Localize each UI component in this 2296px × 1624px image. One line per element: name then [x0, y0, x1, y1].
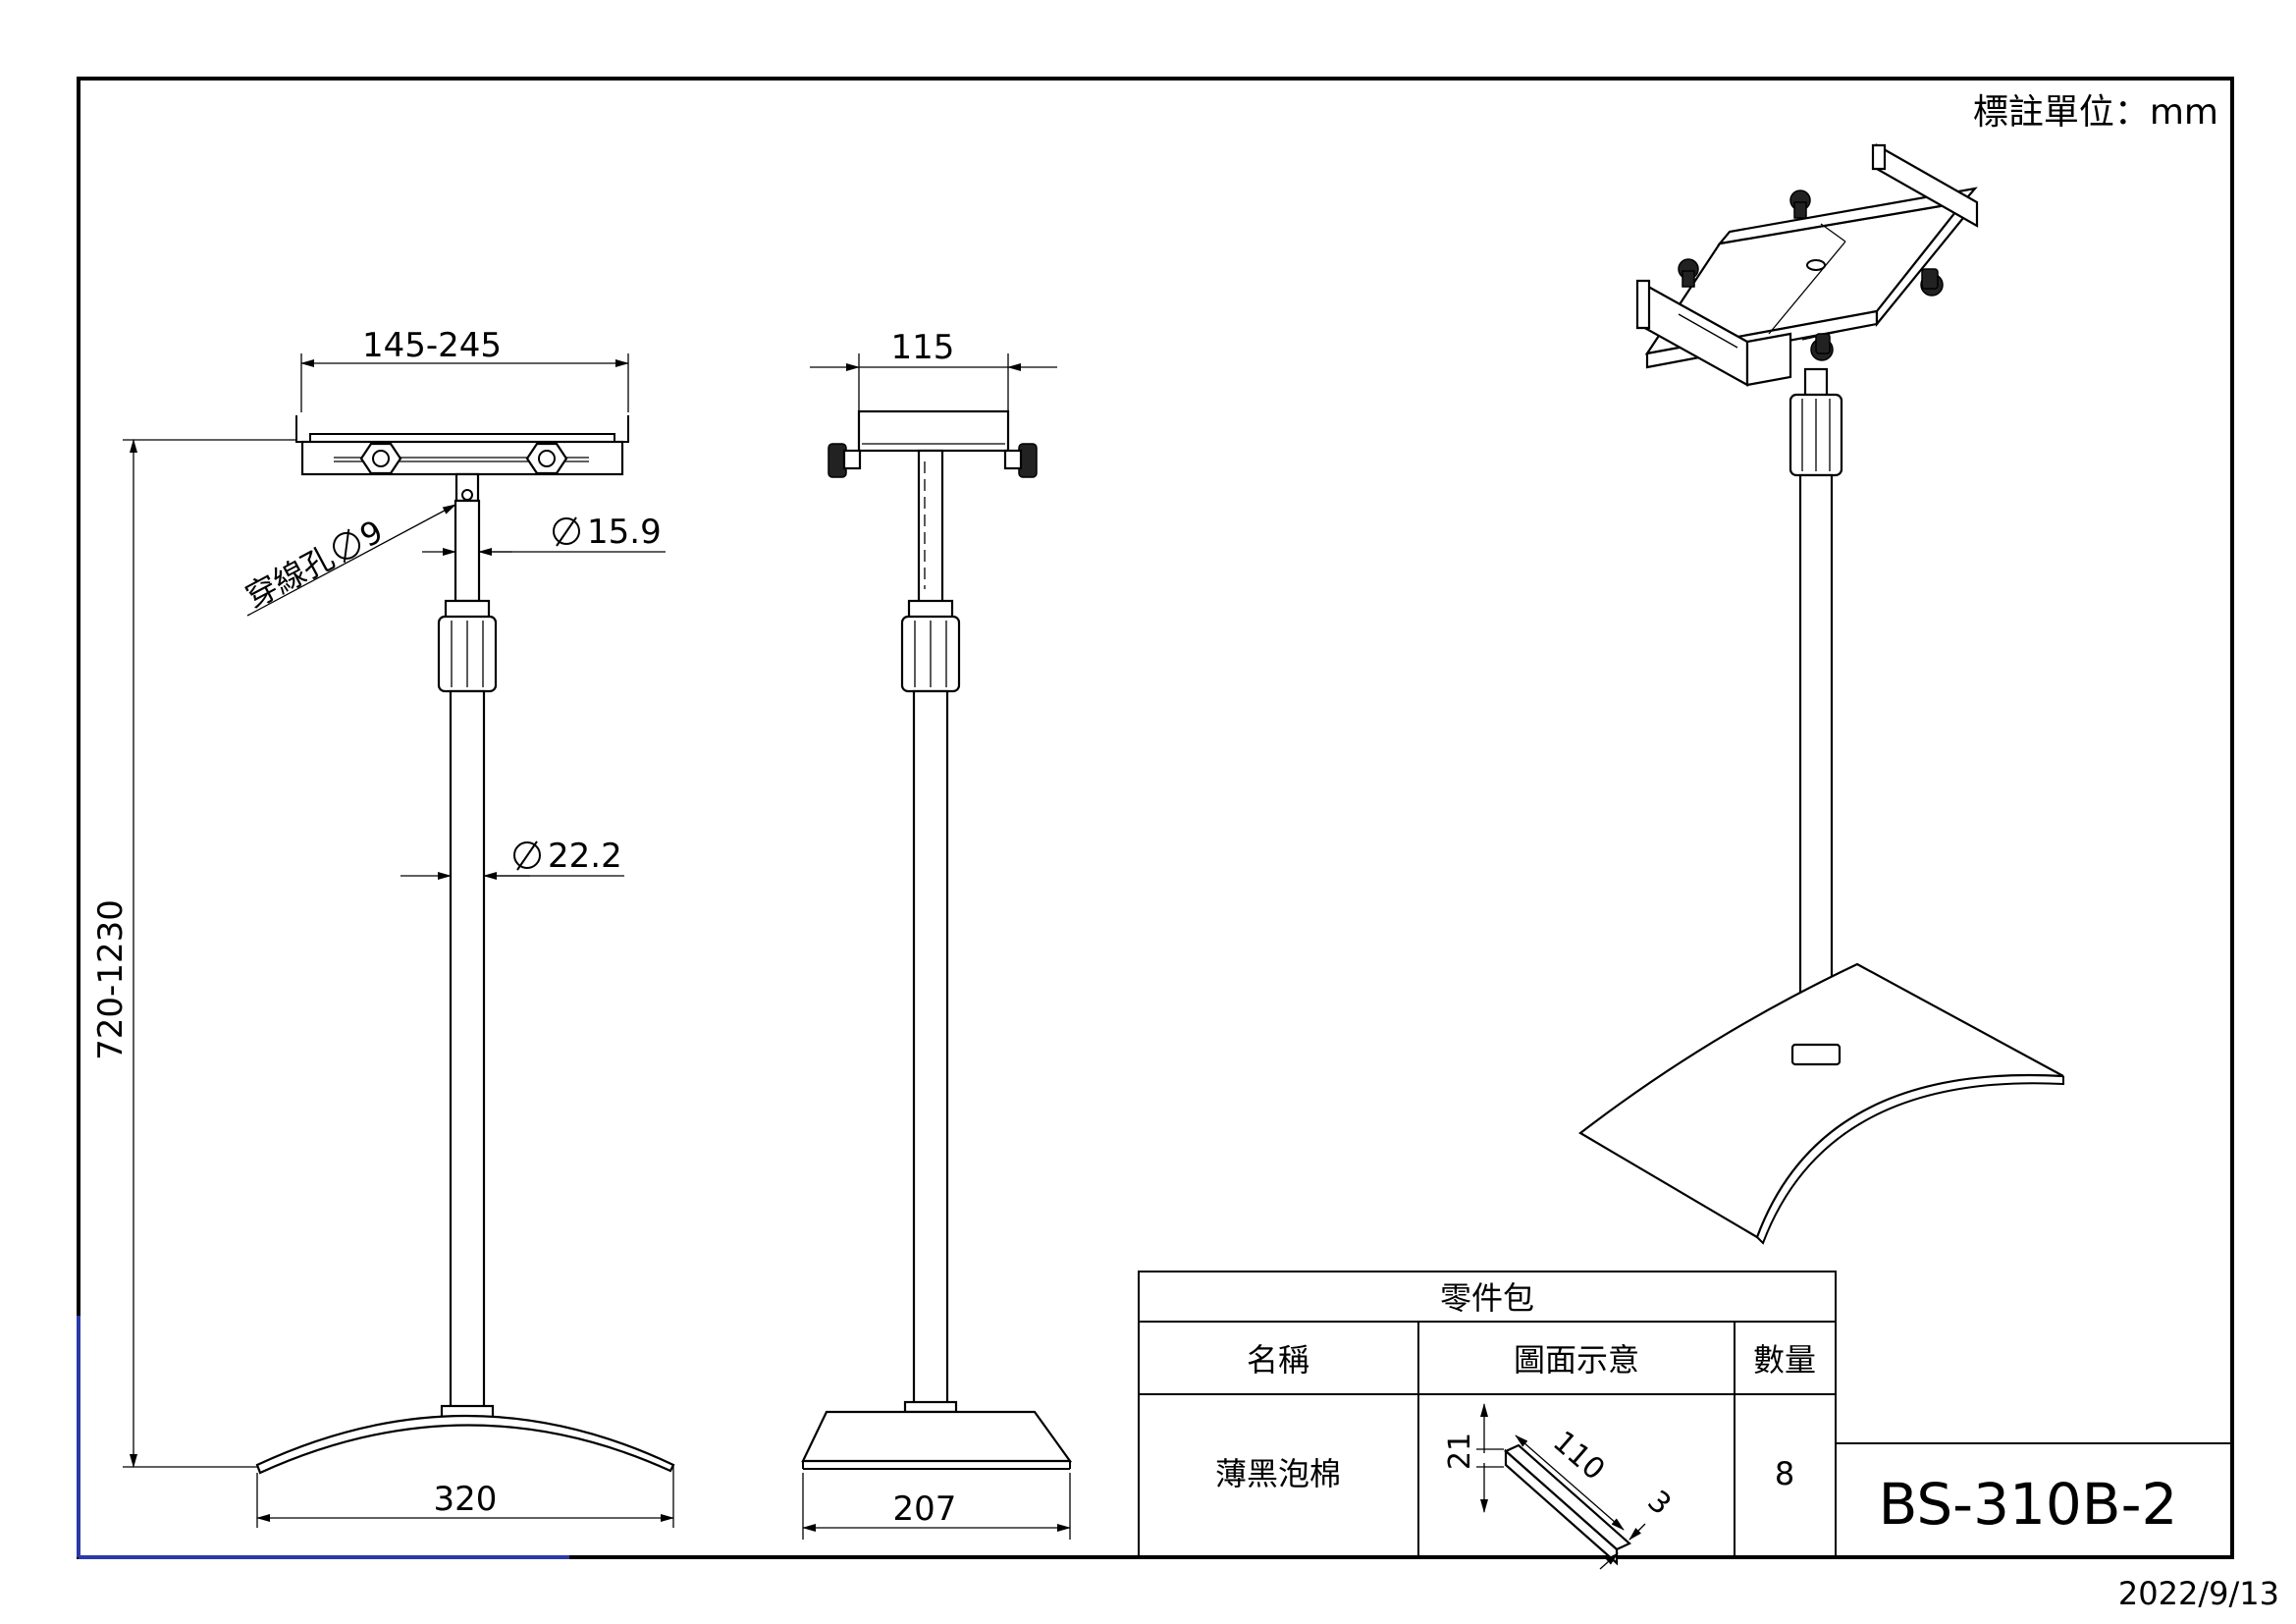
iso-tray — [1635, 143, 1979, 387]
front-upper-tube — [454, 499, 481, 603]
front-knob-right — [525, 442, 568, 475]
isometric-view — [1578, 143, 2064, 1245]
front-dimensions: 145-245 720-1230 穿線孔 9 15.9 22.2 320 — [91, 326, 674, 1528]
iso-tube — [1798, 473, 1834, 1051]
drawing-frame — [77, 77, 2234, 1559]
dim-cable-hole: 穿線孔 — [240, 538, 341, 616]
iso-base — [1578, 962, 2064, 1239]
dim-lower-tube-dia: 22.2 — [548, 837, 622, 876]
side-knob-left — [828, 443, 862, 478]
side-view — [801, 409, 1073, 1470]
dim-foam-height: 21 — [1443, 1433, 1477, 1470]
front-lower-tube — [449, 689, 486, 1416]
table-title: 零件包 — [1440, 1279, 1534, 1317]
parts-table: 零件包 名稱 圖面示意 數量 薄黑泡棉 8 21 110 3 — [1138, 1271, 1837, 1570]
dim-upper-tube-dia: 15.9 — [587, 513, 662, 552]
dim-bracket-width: 145-245 — [362, 326, 502, 365]
side-knob-right — [1003, 443, 1038, 478]
dim-height: 720-1230 — [91, 899, 131, 1060]
drawing-date: 2022/9/13 — [2118, 1575, 2279, 1612]
header-qty: 數量 — [1753, 1341, 1816, 1379]
dim-side-top-width: 115 — [891, 328, 955, 367]
front-base — [255, 1414, 675, 1475]
foam-pad-diagram: 21 110 3 — [1443, 1403, 1678, 1570]
side-upper-tube — [917, 449, 944, 605]
dim-side-base-width: 207 — [893, 1489, 957, 1529]
side-bracket — [857, 409, 1010, 453]
front-knob-left — [359, 442, 402, 475]
dim-base-width: 320 — [434, 1480, 498, 1519]
units-note: 標註單位：mm — [1973, 92, 2218, 133]
header-name: 名稱 — [1247, 1341, 1309, 1379]
front-view — [255, 415, 675, 1475]
side-lower-tube — [912, 689, 949, 1412]
header-diagram: 圖面示意 — [1514, 1341, 1639, 1379]
row-qty: 8 — [1775, 1455, 1794, 1492]
side-dimensions: 115 207 — [802, 328, 1071, 1540]
side-base — [801, 1410, 1073, 1463]
row-name: 薄黑泡棉 — [1215, 1455, 1341, 1492]
front-bracket — [295, 415, 629, 503]
dim-foam-thickness: 3 — [1641, 1484, 1678, 1522]
title-block: BS-310B-2 — [1835, 1442, 2233, 1558]
model-number: BS-310B-2 — [1879, 1471, 2178, 1538]
